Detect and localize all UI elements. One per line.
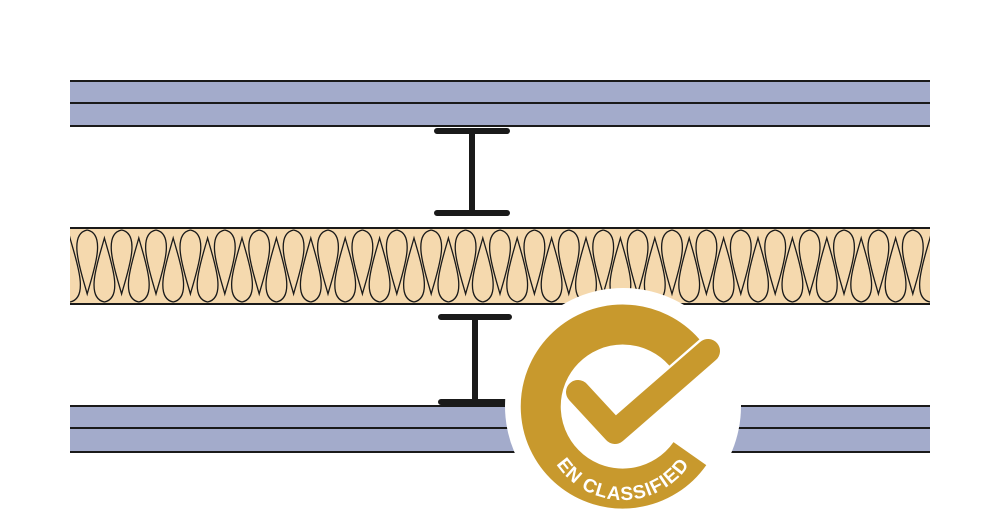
bottom-board-outer (70, 428, 930, 452)
insulation-layer (70, 227, 930, 305)
bottom-board-inner (70, 406, 930, 428)
checkmark-icon (566, 339, 720, 444)
insulation-wool-pattern (70, 229, 930, 303)
lower-i-stud (438, 314, 512, 405)
bottom-board-pair (70, 405, 930, 453)
upper-i-stud (434, 128, 510, 216)
badge-ring (520, 304, 707, 509)
top-board-pair (70, 80, 930, 127)
wool-teardrops (70, 229, 930, 303)
top-board-inner (70, 103, 930, 126)
en-classified-badge: EN CLASSIFIED (505, 288, 741, 524)
top-board-outer (70, 81, 930, 103)
insulation-fill (70, 228, 930, 304)
